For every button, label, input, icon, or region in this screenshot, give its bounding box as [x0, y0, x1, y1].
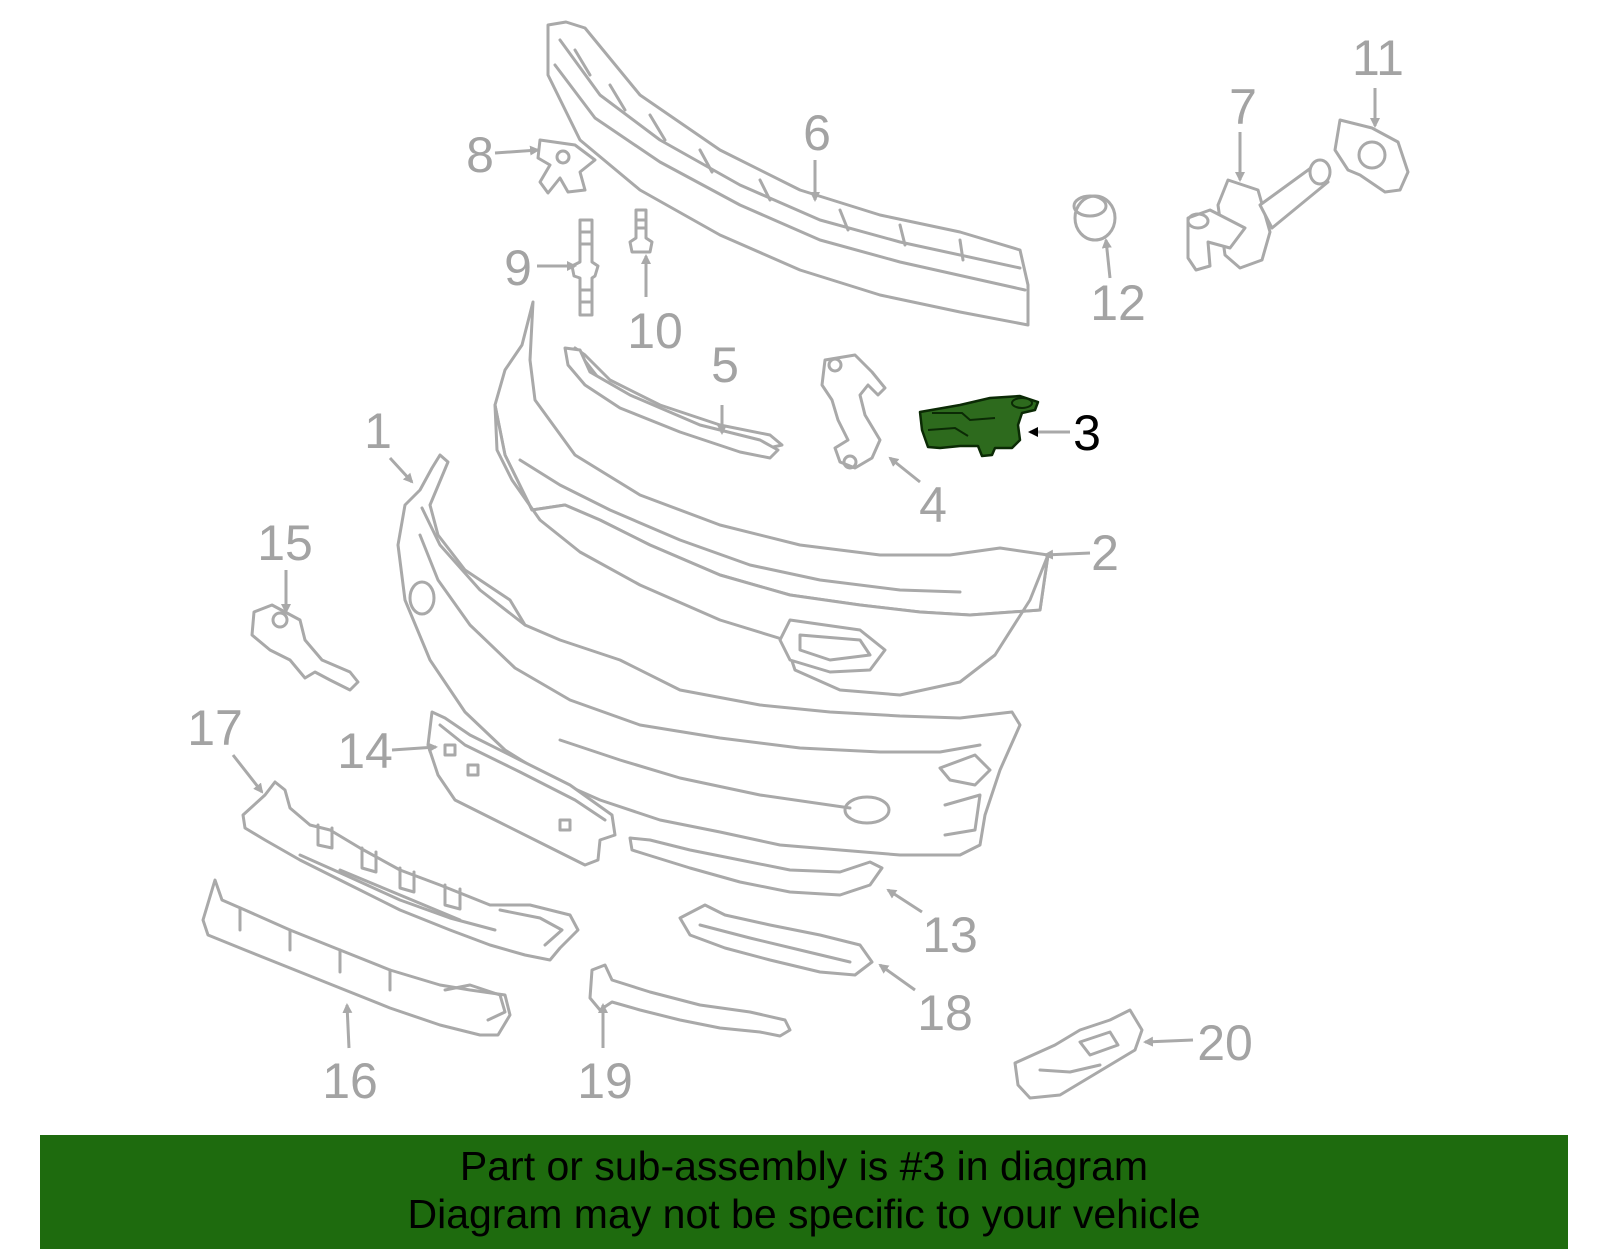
callout-15: 15: [257, 515, 313, 571]
callout-16: 16: [322, 1053, 378, 1109]
part-8-clip[interactable]: [536, 138, 597, 195]
callout-20: 20: [1197, 1015, 1253, 1071]
part-9-stud[interactable]: [570, 218, 600, 317]
callout-6: 6: [803, 105, 831, 161]
part-10-bolt[interactable]: [628, 208, 654, 254]
part-4-bracket[interactable]: [820, 353, 887, 470]
part-17-absorber[interactable]: [241, 780, 580, 962]
banner-disclaimer: Diagram may not be specific to your vehi…: [407, 1191, 1201, 1237]
banner-part-note: Part or sub-assembly is #3 in diagram: [459, 1143, 1149, 1189]
part-1-bumper-fascia[interactable]: [396, 453, 1022, 857]
callout-14: 14: [337, 723, 393, 779]
callout-7: 7: [1229, 79, 1257, 135]
part-20-deflector[interactable]: [1013, 1008, 1144, 1100]
callout-17: 17: [187, 700, 243, 756]
part-14-license-bracket[interactable]: [426, 710, 617, 867]
part-5-trim-strip[interactable]: [563, 346, 780, 460]
callout-18: 18: [917, 985, 973, 1041]
callout-2: 2: [1091, 525, 1119, 581]
part-12-cap[interactable]: [1072, 194, 1117, 242]
info-banner: Part or sub-assembly is #3 in diagram Di…: [40, 1135, 1568, 1249]
part-11-bracket-plate[interactable]: [1333, 118, 1410, 194]
part-15-bracket[interactable]: [250, 603, 360, 692]
callout-10: 10: [627, 303, 683, 359]
part-18-trim[interactable]: [678, 903, 874, 977]
callout-5: 5: [711, 337, 739, 393]
callout-13: 13: [922, 907, 978, 963]
part-2-bumper-cover[interactable]: [493, 300, 1050, 697]
callout-4: 4: [919, 477, 947, 533]
callout-9: 9: [504, 240, 532, 296]
callout-3: 3: [1073, 405, 1101, 461]
leader-lines: [231, 88, 1380, 1049]
callout-11: 11: [1352, 30, 1404, 86]
callout-labels: 1 2 3 4 5 6 7 8 9 10 11 12 13 14 15 16 1…: [187, 30, 1404, 1109]
callout-1: 1: [364, 403, 392, 459]
part-16-absorber-lower[interactable]: [201, 878, 512, 1037]
part-7-tow-hook[interactable]: [1186, 158, 1332, 272]
part-3-highlighted[interactable]: [918, 394, 1040, 458]
part-19-strip[interactable]: [588, 963, 792, 1038]
callout-8: 8: [466, 127, 494, 183]
part-13-lower-molding[interactable]: [628, 836, 884, 897]
callout-19: 19: [577, 1053, 633, 1109]
part-6-reinforcement-bar[interactable]: [546, 20, 1030, 327]
callout-12: 12: [1090, 275, 1146, 331]
